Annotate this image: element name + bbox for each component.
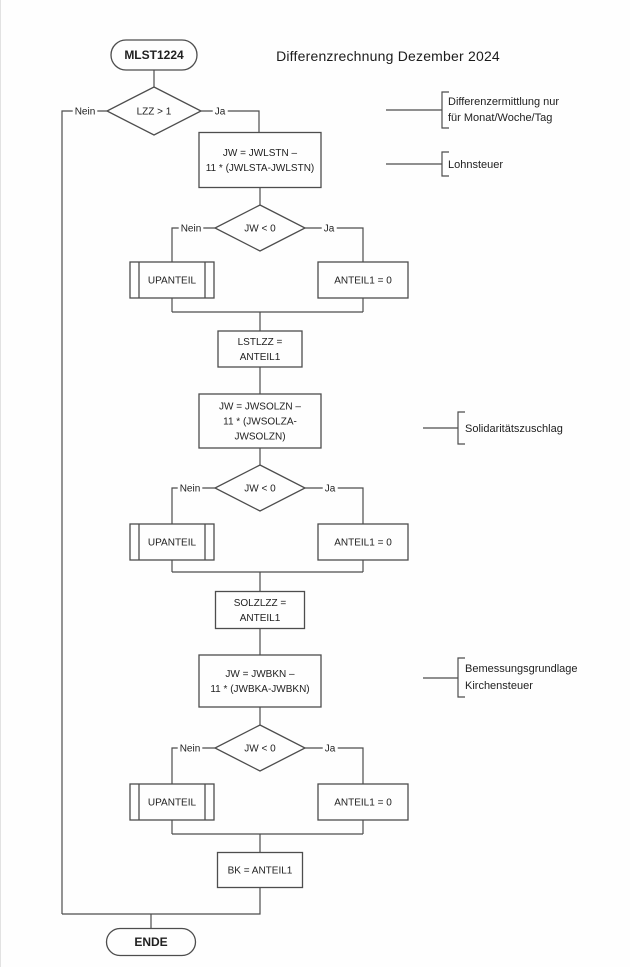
edge-label-lzz-nein: Nein bbox=[75, 107, 96, 118]
edge-label-jw2-ja: Ja bbox=[325, 484, 336, 495]
note-lohnsteuer: Lohnsteuer bbox=[386, 151, 503, 177]
annotation-bracket bbox=[457, 411, 465, 445]
node-label: JW = JWSOLZN – bbox=[219, 402, 301, 413]
note-differenzermittlung: Differenzermittlung nur für Monat/Woche/T… bbox=[386, 91, 559, 129]
annotation-label: Bemessungsgrundlage bbox=[465, 663, 578, 675]
edge-label-bg bbox=[322, 743, 338, 755]
node-decision-lzz: LZZ > 1 bbox=[105, 86, 203, 136]
node-label: JW < 0 bbox=[244, 224, 276, 235]
node-label: JW < 0 bbox=[244, 484, 276, 495]
annotation-label: Solidaritätszuschlag bbox=[465, 423, 563, 435]
node-bk: BK = ANTEIL1 bbox=[216, 851, 304, 889]
edge-label-jw3-nein: Nein bbox=[180, 744, 201, 755]
annotation-label: Kirchensteuer bbox=[465, 680, 533, 692]
node-decision-jw-kirchensteuer: JW < 0 bbox=[213, 724, 307, 772]
node-label: ANTEIL1 = 0 bbox=[334, 276, 392, 287]
node-start: MLST1224 bbox=[110, 39, 198, 71]
node-label: UPANTEIL bbox=[148, 538, 197, 549]
edge-lzz-nein: Nein bbox=[61, 106, 107, 914]
edge-jw2-ja: Ja bbox=[305, 483, 364, 524]
edge-jw1-ja: Ja bbox=[305, 223, 364, 262]
node-label: JWSOLZN) bbox=[234, 432, 285, 443]
node-ende: ENDE bbox=[105, 927, 197, 957]
edge-label-bg bbox=[178, 223, 204, 235]
annotation-label: für Monat/Woche/Tag bbox=[448, 112, 552, 124]
node-label: ANTEIL1 = 0 bbox=[334, 798, 392, 809]
scan-edge-line bbox=[0, 0, 1, 967]
edge-label-jw1-nein: Nein bbox=[181, 224, 202, 235]
node-label: 11 * (JWSOLZA- bbox=[223, 417, 297, 428]
edge-label-bg bbox=[212, 106, 228, 118]
edge-label-bg bbox=[321, 223, 337, 235]
node-upanteil-lohnsteuer: UPANTEIL bbox=[129, 261, 215, 299]
node-label: SOLZLZZ = bbox=[234, 598, 287, 609]
edge-jw3-ja: Ja bbox=[305, 743, 364, 784]
edge-label-jw1-ja: Ja bbox=[324, 224, 335, 235]
edge-label-bg bbox=[322, 483, 338, 495]
node-label: JW = JWLSTN – bbox=[223, 148, 298, 159]
node-label: LZZ > 1 bbox=[137, 107, 172, 118]
node-label: UPANTEIL bbox=[148, 798, 197, 809]
edge-label-jw3-ja: Ja bbox=[325, 744, 336, 755]
annotation-bracket bbox=[441, 91, 449, 129]
node-process-solz: JW = JWSOLZN – 11 * (JWSOLZA- JWSOLZN) bbox=[198, 393, 322, 449]
node-label: ANTEIL1 bbox=[240, 613, 281, 624]
node-label: MLST1224 bbox=[124, 48, 184, 62]
node-process-kirchensteuer: JW = JWBKN – 11 * (JWBKA-JWBKN) bbox=[198, 654, 322, 708]
node-label: ANTEIL1 = 0 bbox=[334, 538, 392, 549]
node-lstlzz: LSTLZZ = ANTEIL1 bbox=[217, 330, 303, 368]
annotation-label: Lohnsteuer bbox=[448, 159, 503, 171]
node-label: JW = JWBKN – bbox=[225, 669, 295, 680]
node-process-lohnsteuer: JW = JWLSTN – 11 * (JWLSTA-JWLSTN) bbox=[198, 131, 322, 189]
node-label: BK = ANTEIL1 bbox=[228, 866, 293, 877]
edge-jw3-nein: Nein bbox=[171, 743, 215, 784]
annotation-label: Differenzermittlung nur bbox=[448, 96, 559, 108]
edge-lzz-ja: Ja bbox=[201, 106, 260, 133]
edge-bk-to-bottom bbox=[62, 887, 261, 915]
node-label: ANTEIL1 bbox=[240, 352, 281, 363]
node-label: ENDE bbox=[134, 935, 167, 949]
node-decision-jw-solz: JW < 0 bbox=[213, 464, 307, 512]
edge-label-bg bbox=[177, 483, 203, 495]
edge-jw2-nein: Nein bbox=[171, 483, 215, 524]
annotation-bracket bbox=[441, 151, 449, 177]
node-solzlzz: SOLZLZZ = ANTEIL1 bbox=[214, 590, 306, 630]
annotation-bracket bbox=[457, 657, 465, 698]
note-solidaritaetszuschlag: Solidaritätszuschlag bbox=[423, 411, 563, 445]
edge-label-bg bbox=[177, 743, 203, 755]
node-upanteil-solz: UPANTEIL bbox=[129, 523, 215, 561]
node-anteil1-null-kirchensteuer: ANTEIL1 = 0 bbox=[317, 783, 409, 821]
node-anteil1-null-solz: ANTEIL1 = 0 bbox=[317, 523, 409, 561]
node-label: JW < 0 bbox=[244, 744, 276, 755]
edge-jw1-nein: Nein bbox=[171, 223, 215, 262]
node-label: 11 * (JWBKA-JWBKN) bbox=[210, 684, 309, 695]
node-label: LSTLZZ = bbox=[238, 337, 283, 348]
edge-label-lzz-ja: Ja bbox=[215, 107, 226, 118]
node-label: 11 * (JWLSTA-JWLSTN) bbox=[206, 163, 315, 174]
node-upanteil-kirchensteuer: UPANTEIL bbox=[129, 783, 215, 821]
node-decision-jw-lohnsteuer: JW < 0 bbox=[213, 204, 307, 252]
diagram-title: Differenzrechnung Dezember 2024 bbox=[276, 48, 500, 64]
edge-label-jw2-nein: Nein bbox=[180, 484, 201, 495]
node-label: UPANTEIL bbox=[148, 276, 197, 287]
edge-label-bg bbox=[72, 106, 98, 118]
node-anteil1-null-lohnsteuer: ANTEIL1 = 0 bbox=[317, 261, 409, 299]
